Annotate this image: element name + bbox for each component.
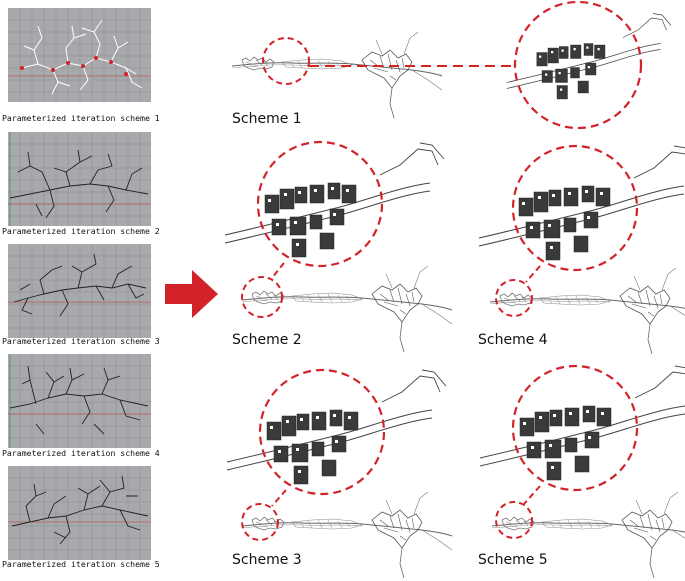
scheme-3-zoom — [226, 368, 447, 496]
iteration-network-4 — [8, 354, 151, 448]
iteration-caption-1: Parameterized iteration scheme 1 — [2, 113, 160, 123]
iteration-network-3 — [8, 244, 151, 338]
scheme-1-zoom — [506, 0, 672, 130]
right-arrow-icon — [165, 270, 218, 318]
iteration-panel-1 — [8, 8, 151, 102]
scheme-4-label: Scheme 4 — [478, 332, 548, 348]
iteration-panel-4 — [8, 354, 151, 448]
scheme-1-map — [231, 31, 443, 119]
scheme-2-label: Scheme 2 — [232, 332, 302, 348]
scheme-1-label: Scheme 1 — [232, 111, 302, 127]
iteration-panel-5 — [8, 466, 151, 560]
iteration-caption-4: Parameterized iteration scheme 4 — [2, 448, 160, 458]
iteration-panel-3 — [8, 244, 151, 338]
scheme-1-focus-circle — [262, 37, 310, 85]
iteration-panel-2 — [8, 132, 151, 226]
iteration-caption-5: Parameterized iteration scheme 5 — [2, 559, 160, 569]
iteration-network-2 — [8, 132, 151, 226]
scheme-4-zoom — [478, 144, 685, 272]
scheme-5-label: Scheme 5 — [478, 552, 548, 568]
iteration-network-1 — [8, 8, 151, 102]
scheme-5-zoom — [479, 364, 685, 492]
iteration-network-5 — [8, 466, 151, 560]
scheme-2-zoom — [224, 140, 445, 268]
scheme-3-label: Scheme 3 — [232, 552, 302, 568]
iteration-caption-2: Parameterized iteration scheme 2 — [2, 226, 160, 236]
iteration-caption-3: Parameterized iteration scheme 3 — [2, 336, 160, 346]
